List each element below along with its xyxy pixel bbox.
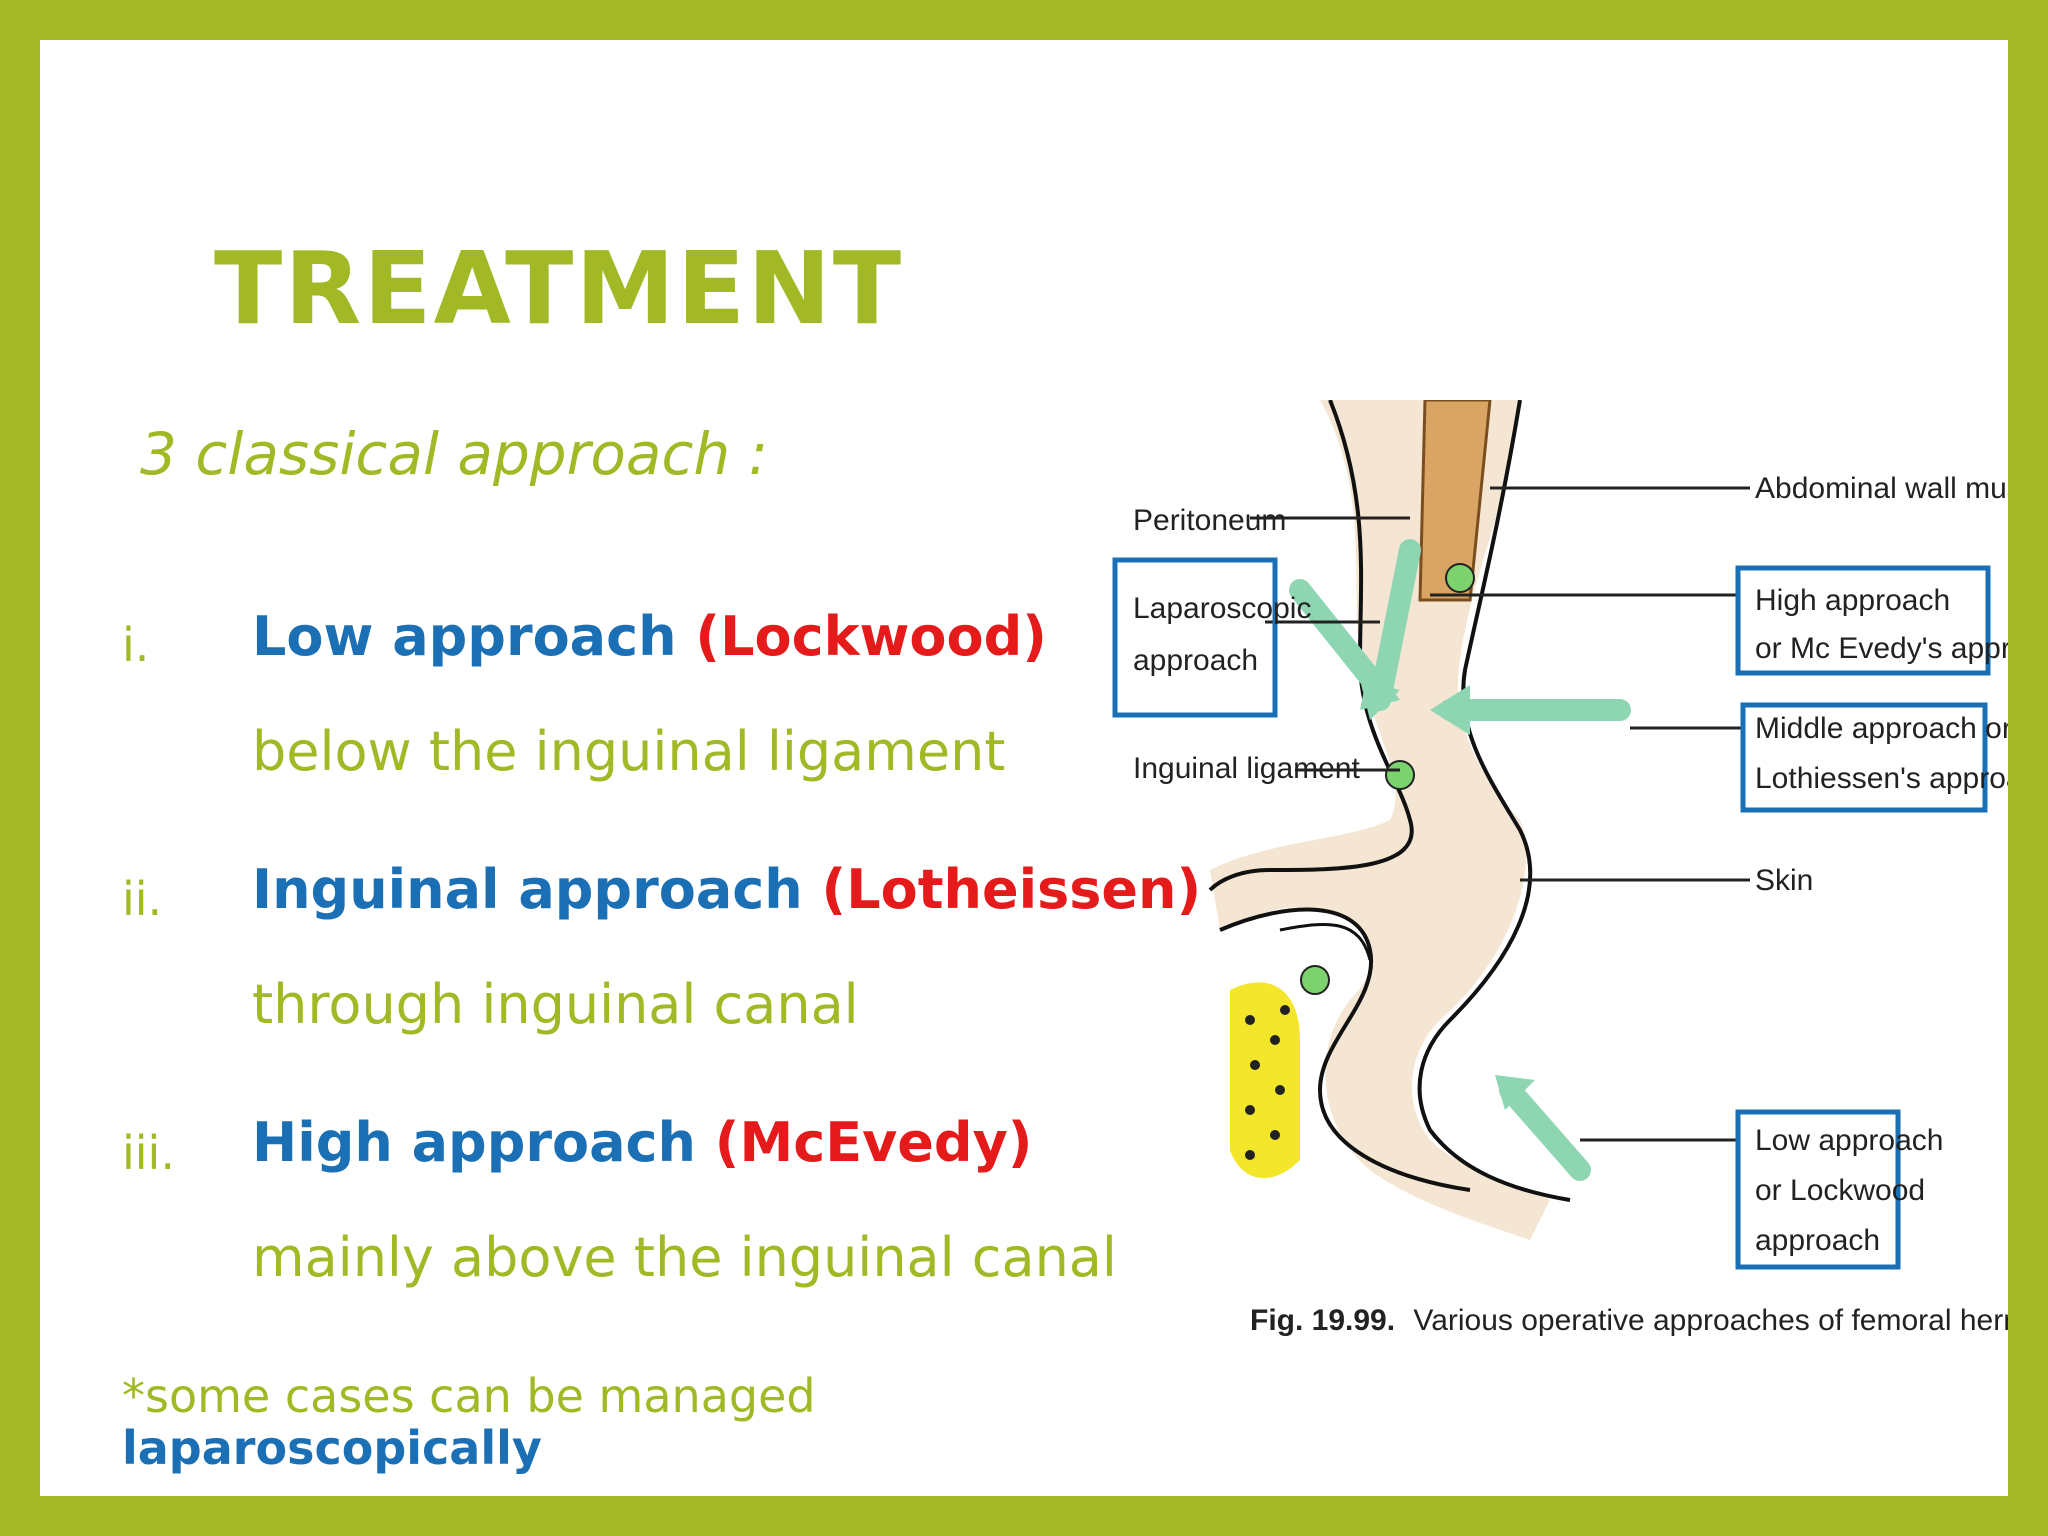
- peritoneum-line: [1208, 400, 1414, 892]
- slide-subtitle: 3 classical approach :: [140, 420, 769, 488]
- slide: TREATMENT 3 classical approach : i. Low …: [40, 40, 2008, 1496]
- leader-lines: [1250, 486, 1750, 1142]
- label-low-approach: or Lockwood: [1755, 1174, 1925, 1207]
- item-description: through inguinal canal: [252, 973, 859, 1036]
- item-author: (Lotheissen): [821, 858, 1202, 921]
- label-high-approach: or Mc Evedy's approach: [1755, 632, 2008, 665]
- item-description: mainly above the inguinal canal: [252, 1226, 1117, 1289]
- hernia-dot: [1300, 965, 1330, 995]
- label-inguinal-ligament: Inguinal ligament: [1133, 752, 1360, 785]
- item-number: iii.: [122, 1126, 175, 1180]
- skin-line: [1417, 400, 1571, 1202]
- item-approach-name: Inguinal approach: [252, 858, 803, 921]
- bone-dots: [1245, 1005, 1290, 1160]
- label-boxes: [1112, 557, 1991, 1270]
- label-low-approach: Low approach: [1755, 1124, 1943, 1157]
- item-heading: Inguinal approach (Lotheissen): [252, 858, 1201, 921]
- label-peritoneum: Peritoneum: [1133, 504, 1286, 537]
- label-middle-approach: Middle approach or: [1755, 712, 2008, 745]
- label-laparoscopic: approach: [1133, 644, 1258, 677]
- item-description: below the inguinal ligament: [252, 720, 1006, 783]
- item-number: ii.: [122, 872, 163, 926]
- label-high-approach: High approach: [1755, 584, 1950, 617]
- footnote: *some cases can be managed laparoscopica…: [122, 1370, 816, 1474]
- item-heading: Low approach (Lockwood): [252, 605, 1047, 668]
- caption-number: Fig. 19.99.: [1250, 1304, 1395, 1337]
- figure-caption: Fig. 19.99. Various operative approaches…: [1250, 1304, 2008, 1337]
- pubic-bone: [1230, 982, 1300, 1179]
- item-approach-name: High approach: [252, 1111, 696, 1174]
- footnote-emphasis: laparoscopically: [122, 1421, 542, 1475]
- item-author: (McEvedy): [714, 1111, 1033, 1174]
- label-skin: Skin: [1755, 864, 1813, 897]
- label-abdominal-wall: Abdominal wall muscles: [1755, 472, 2008, 505]
- label-low-approach: approach: [1755, 1224, 1880, 1257]
- item-heading: High approach (McEvedy): [252, 1111, 1032, 1174]
- slide-title: TREATMENT: [214, 230, 904, 347]
- item-approach-name: Low approach: [252, 605, 677, 668]
- label-middle-approach: Lothiessen's approach: [1755, 762, 2008, 795]
- muscle-strip: [1418, 400, 1492, 602]
- arrow-heads: [1360, 660, 1535, 1110]
- item-number: i.: [122, 618, 150, 672]
- item-author: (Lockwood): [695, 605, 1047, 668]
- hernia-dot: [1385, 760, 1415, 790]
- hernia-dot: [1445, 563, 1475, 593]
- approach-arrows: [1289, 539, 1631, 1181]
- vessel-line: [1279, 922, 1372, 961]
- canal-line: [1219, 907, 1471, 1192]
- label-laparoscopic: Laparoscopic: [1133, 592, 1311, 625]
- tissue-shape: [1210, 400, 1550, 1240]
- femoral-hernia-diagram: Peritoneum Laparoscopic approach Inguina…: [1112, 400, 2008, 1337]
- caption-text: Various operative approaches of femoral …: [1413, 1304, 2008, 1337]
- footnote-text: *some cases can be managed: [122, 1369, 816, 1423]
